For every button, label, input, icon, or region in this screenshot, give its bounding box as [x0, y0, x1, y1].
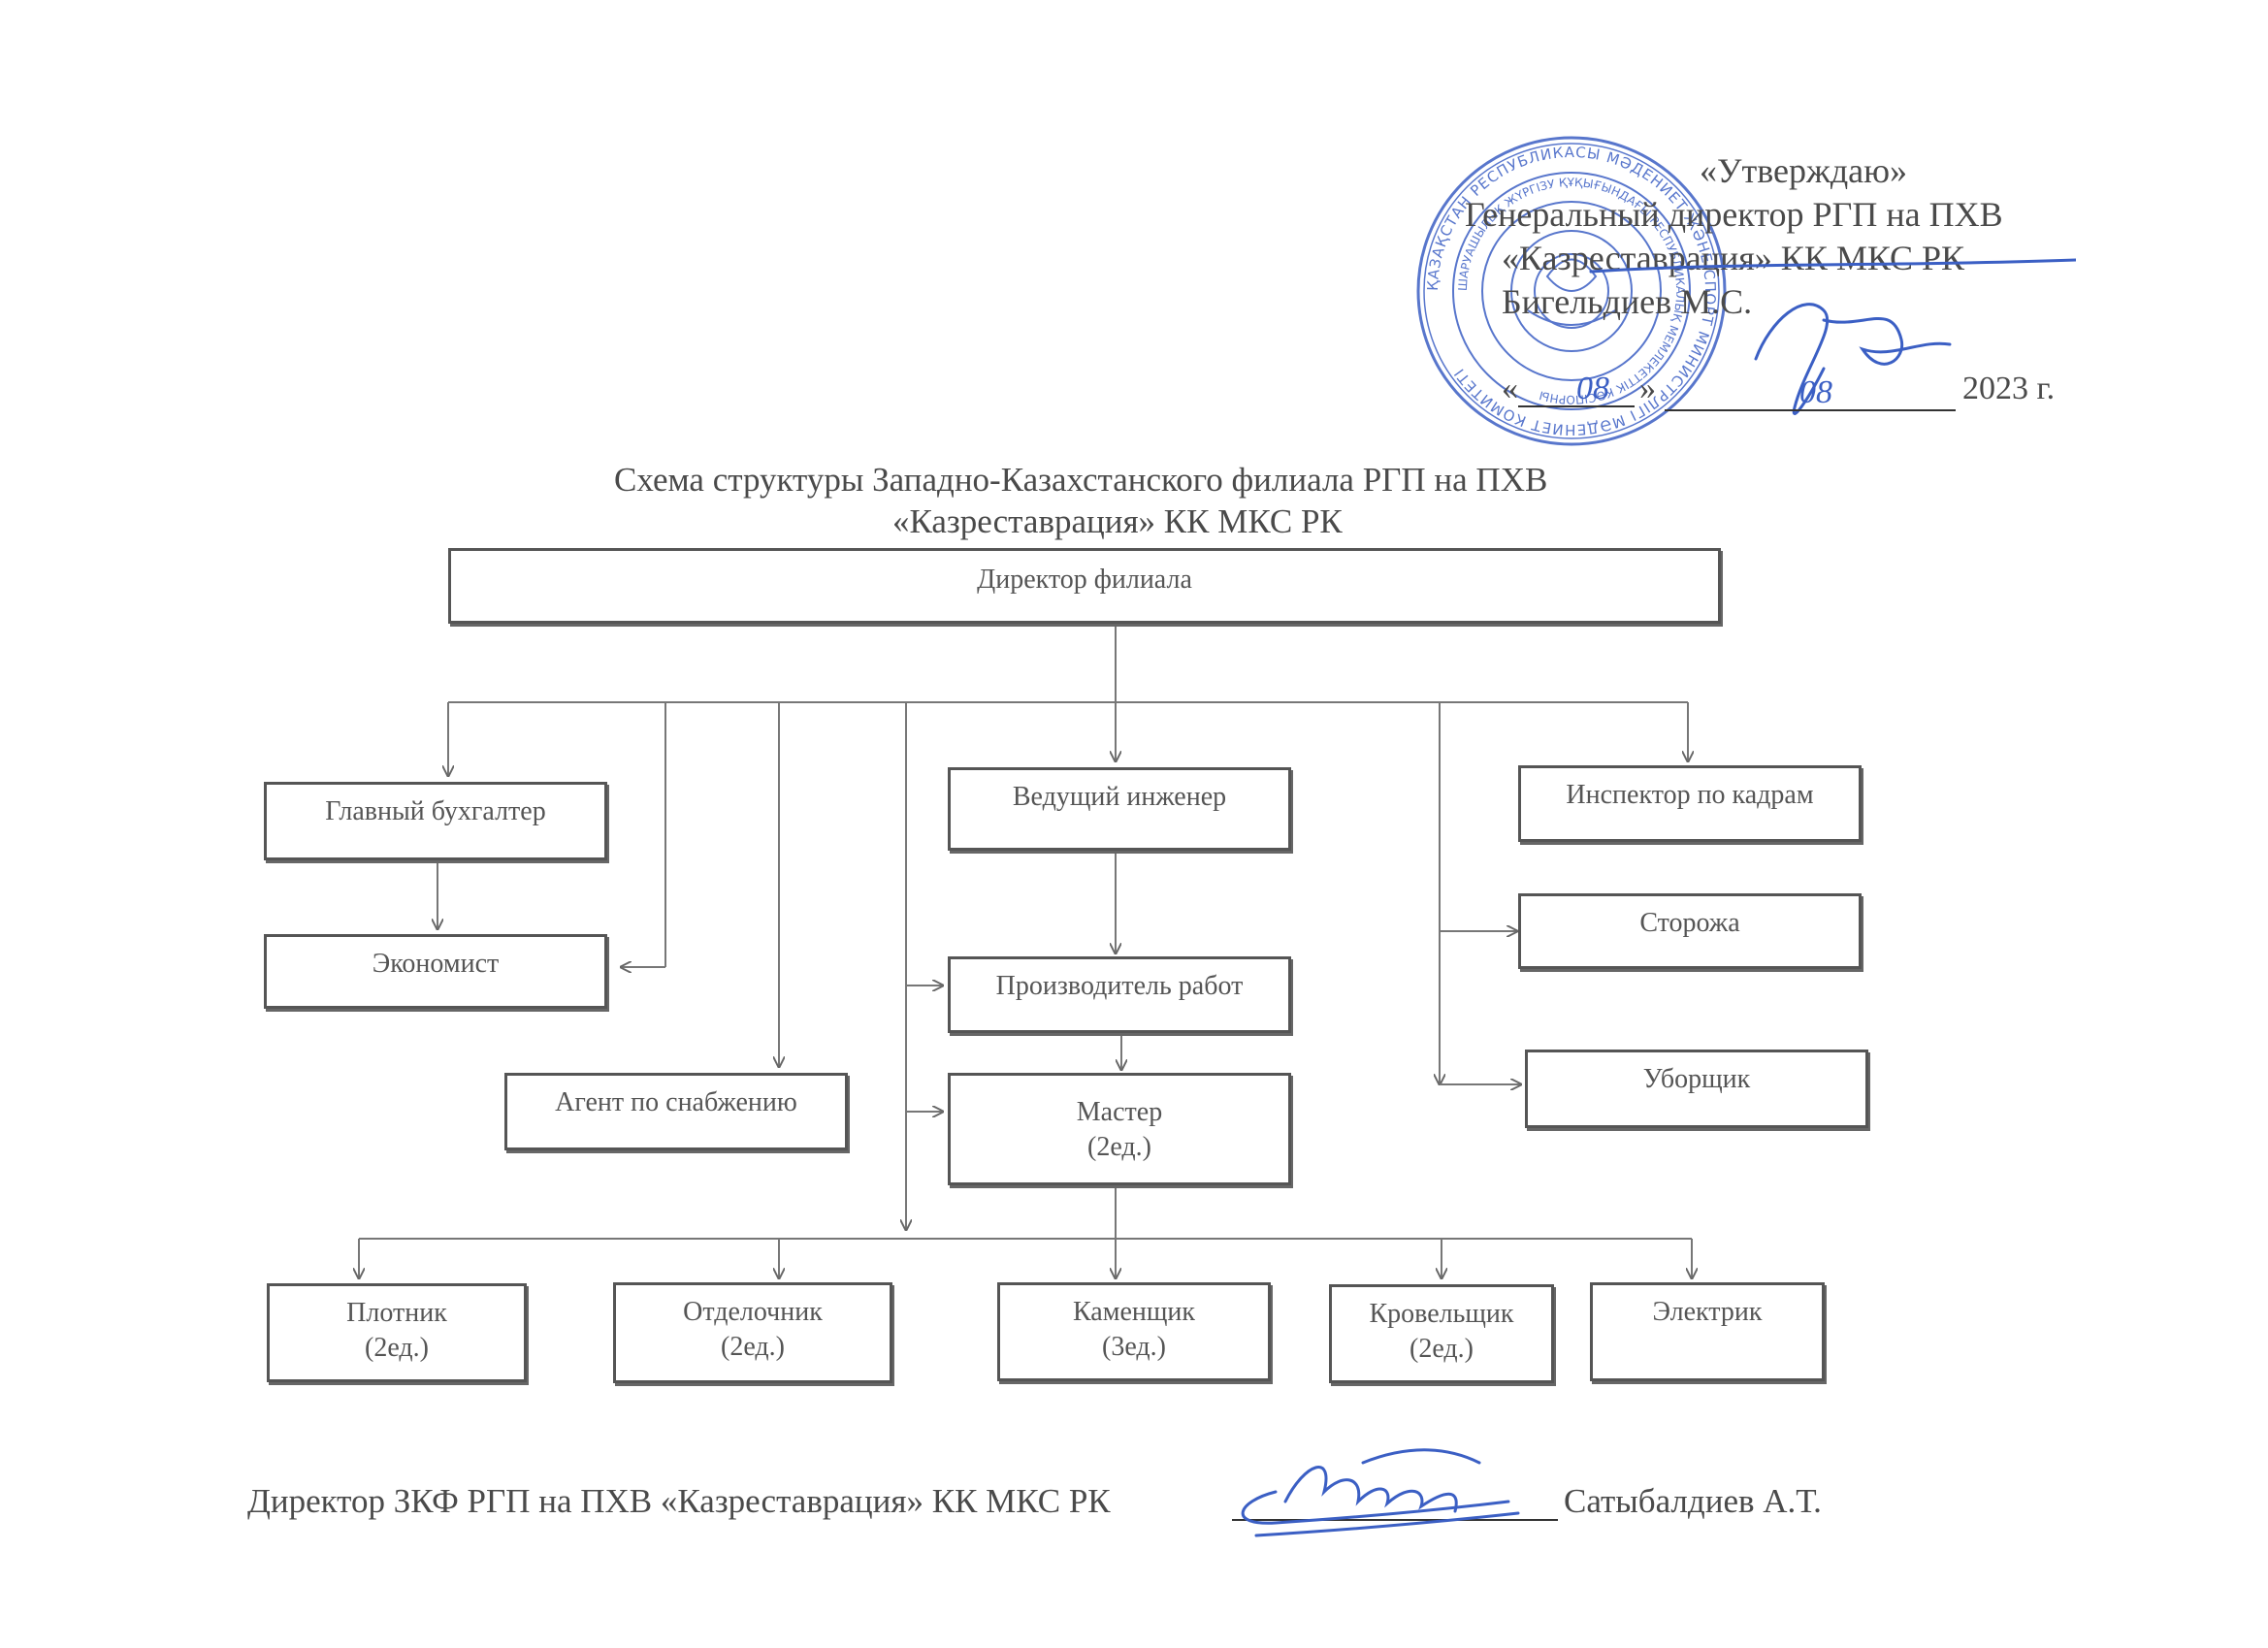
approver-signature: [1589, 258, 2076, 415]
chief-accountant-label: Главный бухгалтер: [325, 796, 546, 826]
hr-inspector-label: Инспектор по кадрам: [1566, 780, 1814, 810]
worker-name: Кровельщик: [1369, 1299, 1514, 1329]
date-month-line: [1665, 409, 1956, 411]
lead-engineer-label: Ведущий инженер: [1012, 782, 1227, 812]
approval-line-4: Бигельдиев М.С.: [1502, 282, 1753, 321]
box-worker-roofer: Кровельщик (2ед.): [1329, 1284, 1554, 1383]
guards-label: Сторожа: [1639, 908, 1740, 938]
worker-count: (2ед.): [365, 1333, 429, 1363]
box-worker-mason: Каменщик (3ед.): [997, 1282, 1271, 1381]
approval-line-1: «Утверждаю»: [1700, 151, 1908, 190]
economist-label: Экономист: [372, 949, 500, 979]
date-month: 08: [1799, 374, 1832, 410]
approval-line-2: Генеральный директор РГП на ПХВ: [1465, 195, 2003, 234]
box-hr-inspector: Инспектор по кадрам: [1518, 765, 1862, 842]
worker-count: (3ед.): [1102, 1332, 1166, 1362]
director-label: Директор филиала: [977, 565, 1192, 595]
approval-line-3: «Казреставрация» КК МКС РК: [1502, 239, 1964, 277]
box-chief-accountant: Главный бухгалтер: [264, 782, 607, 860]
page-title-line-2: «Казреставрация» КК МКС РК: [892, 502, 1343, 540]
box-economist: Экономист: [264, 934, 607, 1009]
box-guards: Сторожа: [1518, 893, 1862, 969]
date-day-line: [1518, 405, 1635, 407]
worker-name: Плотник: [346, 1298, 447, 1328]
page-title-line-1: Схема структуры Западно-Казахстанского ф…: [614, 461, 1548, 499]
master-label: Мастер: [1076, 1097, 1163, 1127]
worker-count: (2ед.): [1409, 1334, 1474, 1364]
worker-name: Отделочник: [683, 1297, 823, 1327]
date-quote-open: «: [1502, 371, 1518, 406]
worker-name: Каменщик: [1072, 1297, 1195, 1327]
box-worker-carpenter: Плотник (2ед.): [267, 1283, 527, 1382]
date-year: 2023 г.: [1962, 371, 2056, 406]
official-stamp: ҚАЗАҚСТАН РЕСПУБЛИКАСЫ МӘДЕНИЕТ ЖӘНЕ СПО…: [1416, 136, 1727, 446]
box-lead-engineer: Ведущий инженер: [948, 767, 1291, 851]
supply-agent-label: Агент по снабжению: [555, 1087, 797, 1117]
director-signature: [1241, 1448, 1520, 1537]
worker-name: Электрик: [1652, 1297, 1763, 1327]
footer-signature-line: [1232, 1519, 1558, 1521]
footer-signer-title: Директор ЗКФ РГП на ПХВ «Казреставрация»…: [247, 1482, 1111, 1520]
worker-count: (2ед.): [721, 1332, 785, 1362]
box-worker-finisher: Отделочник (2ед.): [613, 1282, 892, 1383]
cleaner-label: Уборщик: [1642, 1064, 1751, 1094]
box-supply-agent: Агент по снабжению: [504, 1073, 848, 1150]
box-cleaner: Уборщик: [1525, 1050, 1868, 1128]
box-works-manager: Производитель работ: [948, 956, 1291, 1033]
master-count: (2ед.): [1087, 1132, 1151, 1162]
date-day: 08: [1576, 371, 1609, 406]
box-master: Мастер (2ед.): [948, 1073, 1291, 1185]
box-worker-electrician: Электрик: [1590, 1282, 1825, 1381]
date-quote-close: »: [1639, 371, 1656, 406]
works-manager-label: Производитель работ: [995, 971, 1244, 1001]
box-director: Директор филиала: [448, 548, 1721, 624]
footer-signer-name: Сатыбалдиев А.Т.: [1564, 1482, 1822, 1520]
